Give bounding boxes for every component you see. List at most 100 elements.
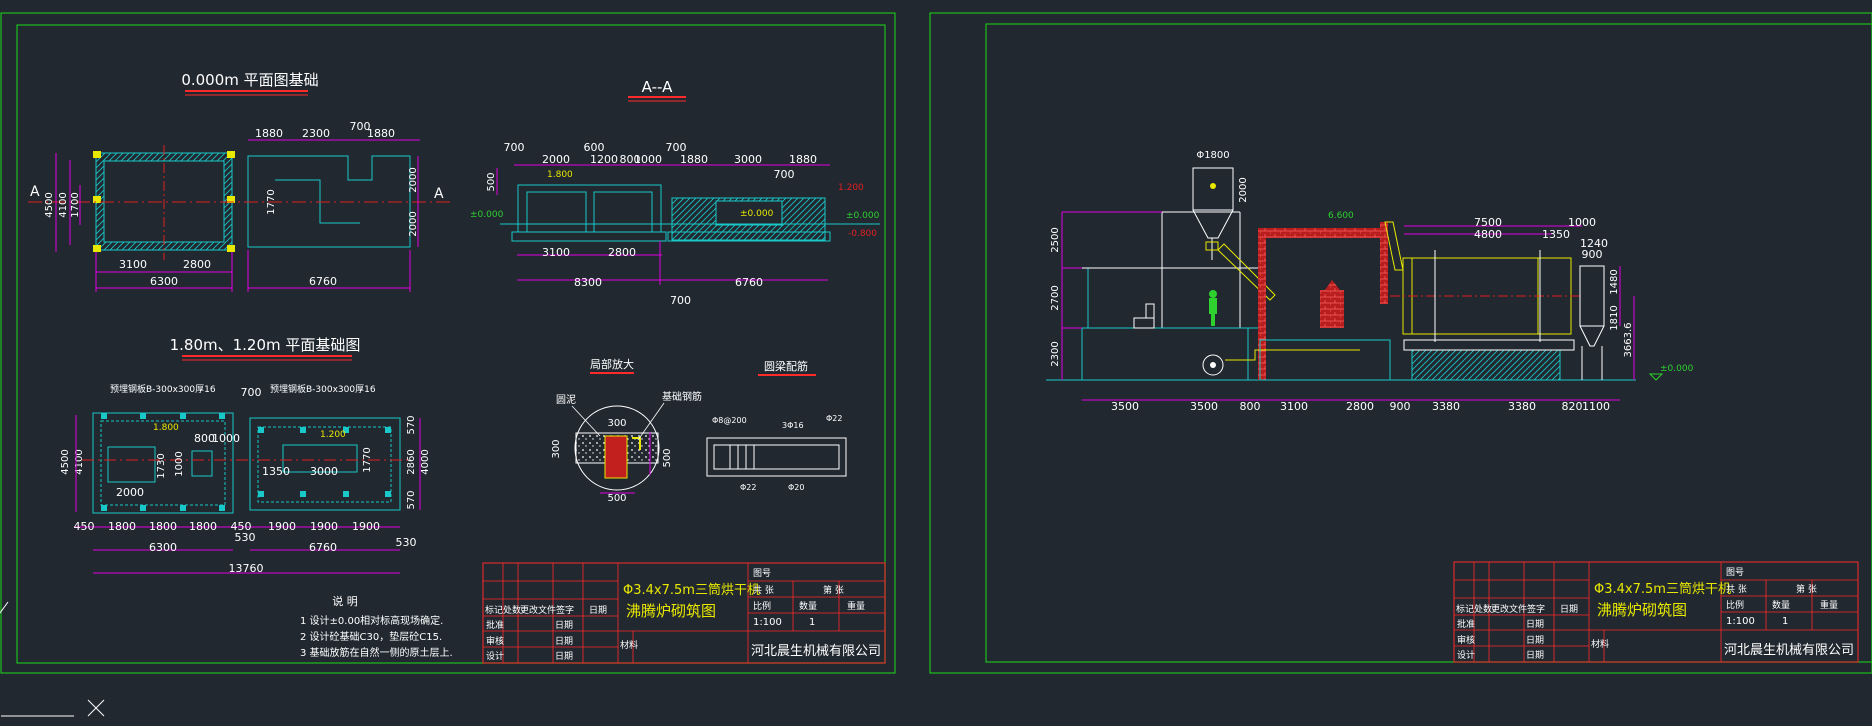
tb2-col-1: 标记 bbox=[1456, 603, 1474, 615]
plan18-note-right: 预埋钢板B-300x300厚16 bbox=[270, 383, 376, 395]
tb2-qty-label: 数量 bbox=[1772, 599, 1790, 611]
elev-right-dim-3: 3663.6 bbox=[1623, 323, 1634, 358]
plan18-level-1: 1.800 bbox=[153, 423, 179, 433]
plan18-left-dim-1: 4500 bbox=[60, 449, 71, 474]
tb1-drawing: 沸腾炉砌筑图 bbox=[626, 602, 716, 620]
plan18-dim-3000: 3000 bbox=[310, 465, 338, 478]
steel-block: 圆梁配筋 Φ8@200 3Φ16 Φ22 Φ22 Φ20 bbox=[706, 359, 847, 492]
plan18-small-dim-2: 1000 bbox=[212, 432, 240, 445]
plan0-section-left: A bbox=[30, 184, 40, 200]
plan0-title: 0.000m 平面图基础 bbox=[181, 71, 318, 89]
tb1-weight-label: 重量 bbox=[847, 600, 865, 612]
tb2-company: 河北晨生机械有限公司 bbox=[1724, 643, 1854, 658]
plan18-small-dim-1: 800 bbox=[194, 432, 215, 445]
sectionAA-level-4: 1.200 bbox=[838, 183, 864, 193]
notes-line-1: 1 设计±0.00相对标高现场确定. bbox=[300, 614, 443, 627]
plan0-block: 0.000m 平面图基础 A A bbox=[28, 71, 450, 292]
sectionAA-dim-7: 700 bbox=[666, 141, 687, 154]
sectionAA-total-2: 6760 bbox=[735, 276, 763, 289]
titleblock-sheet1: 标记 处数 更改文件 签字 日期 批准 日期 审核 日期 设计 日期 Φ3.4x… bbox=[482, 562, 886, 664]
plan0-bottom-dim-1: 3100 bbox=[119, 258, 147, 271]
tb2-tuhao: 图号 bbox=[1726, 567, 1744, 578]
plan0-top-dim-3: 700 bbox=[350, 120, 371, 133]
tb1-col-5: 日期 bbox=[589, 605, 607, 616]
plan18-note-left: 预埋钢板B-300x300厚16 bbox=[110, 383, 216, 395]
elev-tank-height: 2000 bbox=[1238, 177, 1249, 202]
elev-bottom-6: 900 bbox=[1390, 400, 1411, 413]
plan0-left-dim-3: 1700 bbox=[70, 192, 81, 217]
sheet1-outer-frame bbox=[0, 12, 896, 674]
elev-left-dim-3: 2300 bbox=[1050, 341, 1061, 366]
sectionAA-dim-8: 1880 bbox=[680, 153, 708, 166]
plan18-grand-total: 13760 bbox=[229, 562, 264, 575]
plan18-title: 1.80m、1.20m 平面基础图 bbox=[170, 336, 361, 354]
elev-top-dim-1: 7500 bbox=[1474, 216, 1502, 229]
elev-bottom-2: 3500 bbox=[1190, 400, 1218, 413]
steel-label-2: 3Φ16 bbox=[782, 421, 804, 430]
sectionAA-dim-3: 600 bbox=[584, 141, 605, 154]
tb2-di: 第 张 bbox=[1796, 583, 1817, 595]
detail-label-1: 圆泥 bbox=[556, 393, 576, 406]
sectionAA-dim-1: 700 bbox=[504, 141, 525, 154]
plan18-dim-1730: 1730 bbox=[156, 453, 167, 478]
elev-top-dim-6: 900 bbox=[1582, 248, 1603, 261]
elevation-drawing: Φ1800 2000 6.600 bbox=[1046, 150, 1694, 413]
plan18-right-dim-3: 4000 bbox=[420, 449, 431, 474]
plan18-block: 1.80m、1.20m 平面基础图 预埋钢板B-300x300厚16 预埋钢板B… bbox=[60, 336, 431, 575]
plan0-top-dim-2: 2300 bbox=[302, 127, 330, 140]
steel-label-1: Φ8@200 bbox=[712, 416, 747, 425]
steel-label-5: Φ20 bbox=[788, 483, 804, 492]
tb1-row-1a: 批准 bbox=[486, 619, 504, 631]
sheet1-inner-frame bbox=[16, 24, 886, 664]
sectionAA-block: A--A 700 2000 600 1 bbox=[470, 78, 880, 307]
tb1-product: Φ3.4x7.5m三筒烘干机 bbox=[623, 582, 760, 598]
plan0-total-1: 6300 bbox=[150, 275, 178, 288]
sectionAA-dim-2: 2000 bbox=[542, 153, 570, 166]
sectionAA-level-2: 1.800 bbox=[547, 170, 573, 180]
sectionAA-bottom-2: 2800 bbox=[608, 246, 636, 259]
elev-left-dim-2: 2700 bbox=[1050, 285, 1061, 310]
sectionAA-dim-9: 3000 bbox=[734, 153, 762, 166]
plan18-gap: 700 bbox=[241, 386, 262, 399]
elev-tank-dia: Φ1800 bbox=[1196, 150, 1229, 161]
plan18-bottom-1: 450 bbox=[74, 520, 95, 533]
elev-bottom-3: 800 bbox=[1240, 400, 1261, 413]
plan18-right-dim-4: 570 bbox=[406, 490, 417, 509]
tb1-gong: 共 张 bbox=[753, 585, 774, 596]
tb2-scale: 1:100 bbox=[1726, 616, 1755, 627]
plan0-top-dim-1: 1880 bbox=[255, 127, 283, 140]
elev-level-1: 6.600 bbox=[1328, 211, 1354, 221]
sectionAA-dim-4: 1200 bbox=[590, 153, 618, 166]
plan0-right-dim-2: 2000 bbox=[408, 211, 419, 236]
detail-300-left: 300 bbox=[551, 439, 562, 458]
tb2-weight-label: 重量 bbox=[1820, 599, 1838, 611]
elev-bottom-4: 3100 bbox=[1280, 400, 1308, 413]
tb1-col-1: 标记 bbox=[485, 604, 503, 616]
plan0-left-dim-2: 4100 bbox=[58, 192, 69, 217]
plan18-bottom-2: 1800 bbox=[108, 520, 136, 533]
plan0-section-right: A bbox=[434, 186, 444, 202]
tb2-col-2: 处数 bbox=[1474, 603, 1492, 615]
plan18-bottom-8: 1900 bbox=[352, 520, 380, 533]
plan0-right-dim-1: 2000 bbox=[408, 167, 419, 192]
notes-line-3: 3 基础放筋在自然一侧的原土层上. bbox=[300, 646, 453, 659]
detail-label-2: 基础钢筋 bbox=[662, 390, 702, 403]
plan0-total-2: 6760 bbox=[309, 275, 337, 288]
plan18-dim-1770: 1770 bbox=[362, 447, 373, 472]
sectionAA-bottom-1: 3100 bbox=[542, 246, 570, 259]
steel-label-3: Φ22 bbox=[826, 414, 842, 423]
tb1-col-3: 更改文件 bbox=[520, 604, 556, 616]
sectionAA-below: 700 bbox=[670, 294, 691, 307]
tb2-row-1b: 日期 bbox=[1526, 619, 1544, 630]
sectionAA-dim-5: 800 bbox=[620, 153, 641, 166]
tb1-qty-label: 数量 bbox=[799, 600, 817, 612]
tb2-row-3a: 设计 bbox=[1457, 649, 1475, 661]
tb1-row-3a: 设计 bbox=[486, 650, 504, 662]
plan18-dim-1350: 1350 bbox=[262, 465, 290, 478]
detail-block: 局部放大 圆泥 基础钢筋 300 300 500 500 bbox=[551, 357, 702, 504]
plan0-inner-dim: 1770 bbox=[266, 189, 277, 214]
sectionAA-dim-700: 700 bbox=[774, 168, 795, 181]
detail-title: 局部放大 bbox=[590, 357, 634, 371]
tb1-tuhao: 图号 bbox=[753, 568, 771, 579]
